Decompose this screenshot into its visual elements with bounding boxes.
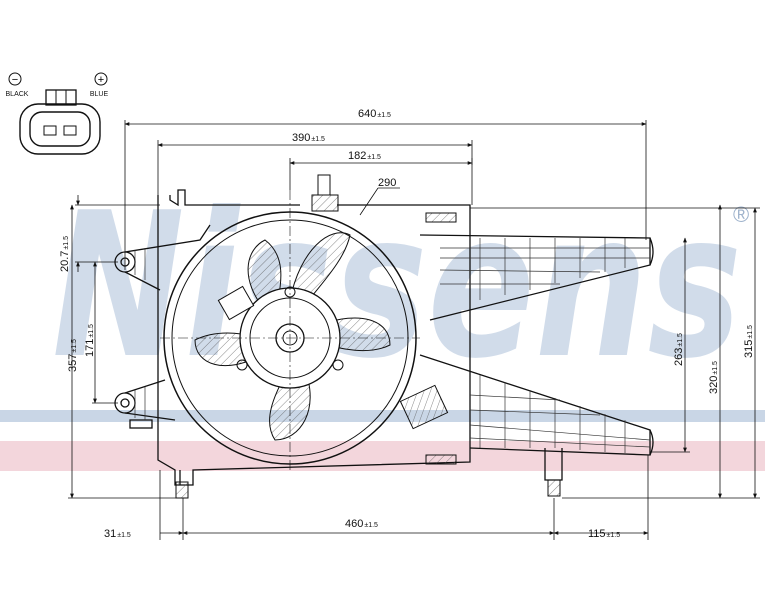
fan: [160, 174, 449, 470]
watermark-registered-mark: ®: [733, 202, 749, 227]
dim-mount-spacing: 171±1.5: [84, 324, 96, 357]
upper-slot: [425, 212, 457, 223]
dim-right-inner-height: 263±1.5: [673, 333, 685, 366]
watermark-pink-band: [0, 441, 765, 471]
plus-symbol: +: [98, 74, 104, 86]
dim-left-foot-offset: 31±1.5: [104, 528, 131, 540]
connector-diagram: − + BLACK BLUE: [6, 72, 109, 155]
connector-pin-left: [43, 125, 57, 136]
dim-fan-diameter: 290: [378, 177, 396, 189]
shroud-rib-grid: [134, 238, 651, 453]
motor-plug: [217, 285, 255, 321]
minus-terminal-icon: [8, 72, 22, 86]
plus-wire-label: BLUE: [90, 91, 109, 98]
connector-housing: [19, 103, 101, 155]
dim-right-mid-height: 320±1.5: [708, 361, 720, 394]
lower-slot: [425, 454, 457, 465]
minus-symbol: −: [12, 74, 18, 86]
dim-right-outer-height: 315±1.5: [743, 325, 755, 358]
minus-wire-label: BLACK: [6, 91, 29, 98]
watermark: Nissens ®: [0, 170, 765, 471]
fan-blade: [289, 232, 351, 306]
top-pipe: [311, 194, 339, 212]
dimension-labels: 640±1.5 390±1.5 182±1.5 290 20.7±1.5 357…: [59, 108, 755, 540]
dim-foot-spacing: 460±1.5: [345, 518, 378, 530]
resistor-block: [399, 384, 449, 430]
dimension-lines: [68, 120, 760, 540]
dim-overall-width: 640±1.5: [358, 108, 391, 120]
connector-pin-right: [63, 125, 77, 136]
dim-left-height: 357±1.5: [67, 339, 79, 372]
plus-terminal-icon: [94, 72, 108, 86]
dim-top-mount: 20.7±1.5: [59, 236, 71, 272]
left-foot: [175, 481, 189, 499]
watermark-blue-band: [0, 410, 765, 422]
dim-fan-center-offset: 390±1.5: [292, 132, 325, 144]
right-foot: [547, 479, 561, 497]
connector-latch: [45, 89, 77, 106]
dim-inner-offset: 182±1.5: [348, 150, 381, 162]
dim-right-foot-offset: 115±1.5: [588, 528, 620, 540]
